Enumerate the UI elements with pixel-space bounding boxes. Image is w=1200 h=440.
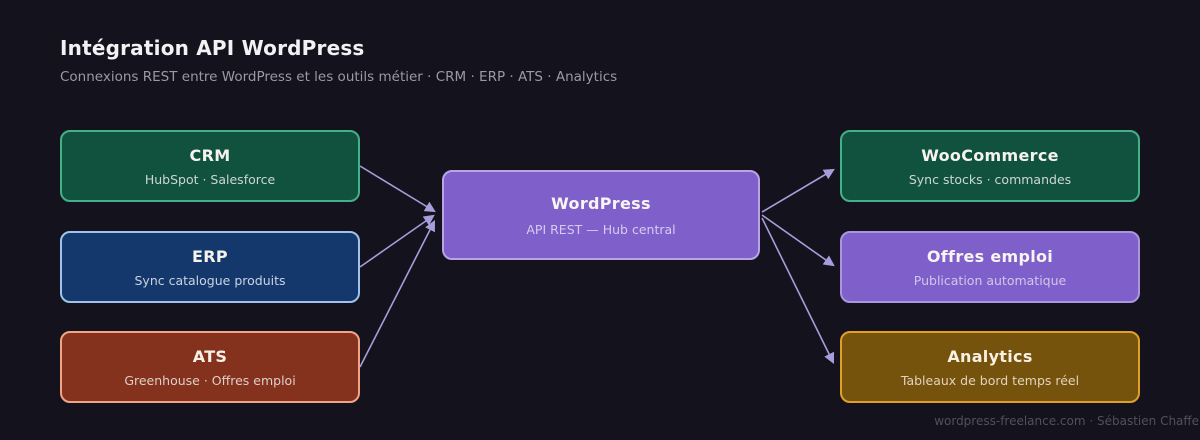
node-wordpress-title: WordPress — [551, 193, 651, 213]
node-erp: ERP Sync catalogue produits — [60, 231, 360, 303]
node-crm-title: CRM — [189, 145, 231, 165]
node-crm: CRM HubSpot · Salesforce — [60, 130, 360, 202]
connector-hub-to-woocommerce — [761, 168, 835, 213]
connector-hub-to-analytics — [761, 217, 835, 364]
credit-watermark: wordpress-freelance.com · Sébastien Chaf… — [934, 414, 1200, 428]
connector-erp-to-hub — [359, 214, 435, 268]
node-crm-subtitle: HubSpot · Salesforce — [144, 171, 276, 187]
node-analytics: Analytics Tableaux de bord temps réel — [840, 331, 1140, 403]
node-wordpress-hub: WordPress API REST — Hub central — [442, 170, 760, 260]
node-ats: ATS Greenhouse · Offres emploi — [60, 331, 360, 403]
node-woocommerce-title: WooCommerce — [921, 145, 1059, 165]
node-erp-subtitle: Sync catalogue produits — [134, 272, 286, 288]
connector-crm-to-hub — [359, 165, 436, 213]
node-offres-emploi-subtitle: Publication automatique — [913, 272, 1067, 288]
page-subtitle: Connexions REST entre WordPress et les o… — [60, 69, 618, 85]
node-woocommerce: WooCommerce Sync stocks · commandes — [840, 130, 1140, 202]
node-analytics-title: Analytics — [947, 346, 1033, 366]
node-ats-subtitle: Greenhouse · Offres emploi — [124, 372, 296, 388]
node-offres-emploi-title: Offres emploi — [926, 246, 1054, 266]
node-wordpress-subtitle: API REST — Hub central — [526, 221, 676, 237]
node-ats-title: ATS — [192, 346, 228, 366]
node-analytics-subtitle: Tableaux de bord temps réel — [900, 372, 1080, 388]
connector-hub-to-offres-emploi — [761, 214, 835, 267]
page-title: Intégration API WordPress — [60, 36, 365, 60]
node-woocommerce-subtitle: Sync stocks · commandes — [908, 171, 1072, 187]
node-erp-title: ERP — [192, 246, 228, 266]
diagram-header: Intégration API WordPress Connexions RES… — [60, 36, 617, 85]
connector-ats-to-hub — [359, 220, 436, 368]
node-offres-emploi: Offres emploi Publication automatique — [840, 231, 1140, 303]
